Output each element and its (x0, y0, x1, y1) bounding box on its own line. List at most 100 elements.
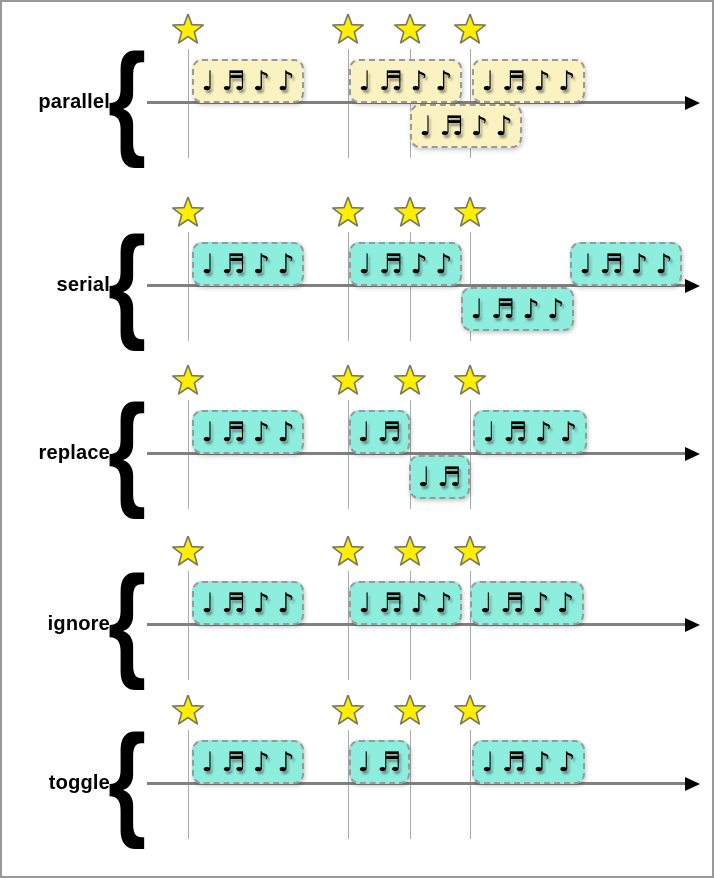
timeline-arrowhead-icon (685, 618, 700, 632)
music-note-glyph: ♬ (599, 248, 624, 280)
music-note-glyph: ♬ (221, 248, 246, 280)
trigger-star-icon (171, 14, 205, 44)
music-note-glyph: ♪ (435, 587, 453, 619)
row-brace-icon: { (108, 28, 147, 169)
trigger-gridline (348, 571, 349, 680)
music-note-glyph: ♪ (495, 110, 513, 142)
music-note-glyph: ♬ (378, 65, 403, 97)
music-note-glyph: ♩ (481, 65, 495, 97)
row-label: ignore (47, 613, 110, 635)
music-note-glyph: ♬ (501, 65, 526, 97)
note-sequence-box: ♩♬ (349, 410, 410, 454)
music-note-glyph: ♪ (277, 746, 295, 778)
music-note-glyph: ♩ (201, 746, 215, 778)
music-note-glyph: ♬ (221, 746, 246, 778)
timeline-axis (147, 623, 692, 626)
trigger-star-icon (393, 14, 427, 44)
music-note-glyph: ♪ (252, 746, 271, 778)
music-note-glyph: ♪ (277, 587, 295, 619)
music-note-glyph: ♪ (630, 248, 649, 280)
music-note-glyph: ♩ (470, 293, 484, 325)
trigger-gridline (410, 232, 411, 341)
music-note-glyph: ♪ (470, 110, 489, 142)
row-brace-icon: { (108, 709, 147, 850)
music-note-glyph: ♪ (435, 248, 453, 280)
music-note-glyph: ♬ (501, 746, 526, 778)
music-note-glyph: ♬ (377, 746, 402, 778)
music-note-glyph: ♪ (535, 416, 553, 448)
trigger-gridline (188, 571, 189, 680)
trigger-gridline (410, 49, 411, 158)
trigger-star-icon (453, 695, 487, 725)
trigger-gridline (470, 232, 471, 341)
trigger-gridline (470, 49, 471, 158)
music-note-glyph: ♪ (252, 587, 271, 619)
music-note-glyph: ♪ (277, 248, 295, 280)
trigger-gridline (410, 571, 411, 680)
trigger-star-icon (331, 695, 365, 725)
note-sequence-box: ♩♬♪♪ (192, 740, 304, 784)
music-note-glyph: ♪ (560, 416, 578, 448)
music-note-glyph: ♬ (221, 416, 246, 448)
music-note-glyph: ♩ (479, 587, 493, 619)
trigger-gridline (470, 571, 471, 680)
trigger-gridline (470, 400, 471, 509)
note-sequence-box: ♩♬♪♪ (349, 59, 462, 103)
music-note-glyph: ♪ (410, 248, 428, 280)
music-note-glyph: ♪ (435, 65, 453, 97)
note-sequence-box: ♩♬ (409, 455, 470, 499)
music-note-glyph: ♩ (357, 746, 371, 778)
music-note-glyph: ♬ (503, 416, 528, 448)
trigger-star-icon (331, 197, 365, 227)
trigger-gridline (470, 730, 471, 839)
row-brace-icon: { (108, 550, 147, 691)
trigger-star-icon (393, 536, 427, 566)
trigger-star-icon (171, 695, 205, 725)
music-note-glyph: ♪ (252, 65, 271, 97)
trigger-gridline (188, 400, 189, 509)
trigger-star-icon (171, 365, 205, 395)
trigger-gridline (188, 730, 189, 839)
note-sequence-box: ♩♬ (349, 740, 410, 784)
trigger-gridline (188, 49, 189, 158)
music-note-glyph: ♪ (557, 587, 575, 619)
note-sequence-box: ♩♬♪♪ (570, 242, 682, 286)
trigger-gridline (348, 730, 349, 839)
row-label: toggle (48, 772, 110, 794)
trigger-gridline (188, 232, 189, 341)
music-note-glyph: ♩ (481, 746, 495, 778)
music-note-glyph: ♪ (277, 65, 295, 97)
trigger-star-icon (331, 536, 365, 566)
row-label: parallel (38, 91, 110, 113)
music-note-glyph: ♪ (558, 746, 576, 778)
row-brace-icon: { (108, 379, 147, 520)
music-note-glyph: ♪ (533, 746, 551, 778)
trigger-star-icon (453, 197, 487, 227)
timeline-axis (147, 101, 692, 104)
timeline-arrowhead-icon (685, 447, 700, 461)
note-sequence-box: ♩♬♪♪ (470, 581, 584, 625)
music-note-glyph: ♩ (357, 416, 371, 448)
music-note-glyph: ♪ (277, 416, 295, 448)
note-sequence-box: ♩♬♪♪ (410, 104, 522, 148)
music-note-glyph: ♪ (655, 248, 673, 280)
timeline-axis (147, 284, 692, 287)
music-note-glyph: ♩ (579, 248, 593, 280)
trigger-star-icon (331, 14, 365, 44)
trigger-star-icon (453, 536, 487, 566)
music-note-glyph: ♩ (201, 248, 215, 280)
timeline-arrowhead-icon (685, 777, 700, 791)
trigger-gridline (410, 400, 411, 509)
music-note-glyph: ♪ (547, 293, 565, 325)
row-label: serial (56, 274, 110, 296)
trigger-star-icon (393, 695, 427, 725)
music-note-glyph: ♪ (410, 65, 428, 97)
trigger-star-icon (171, 536, 205, 566)
music-note-glyph: ♪ (522, 293, 540, 325)
trigger-gridline (348, 400, 349, 509)
music-note-glyph: ♬ (378, 587, 403, 619)
